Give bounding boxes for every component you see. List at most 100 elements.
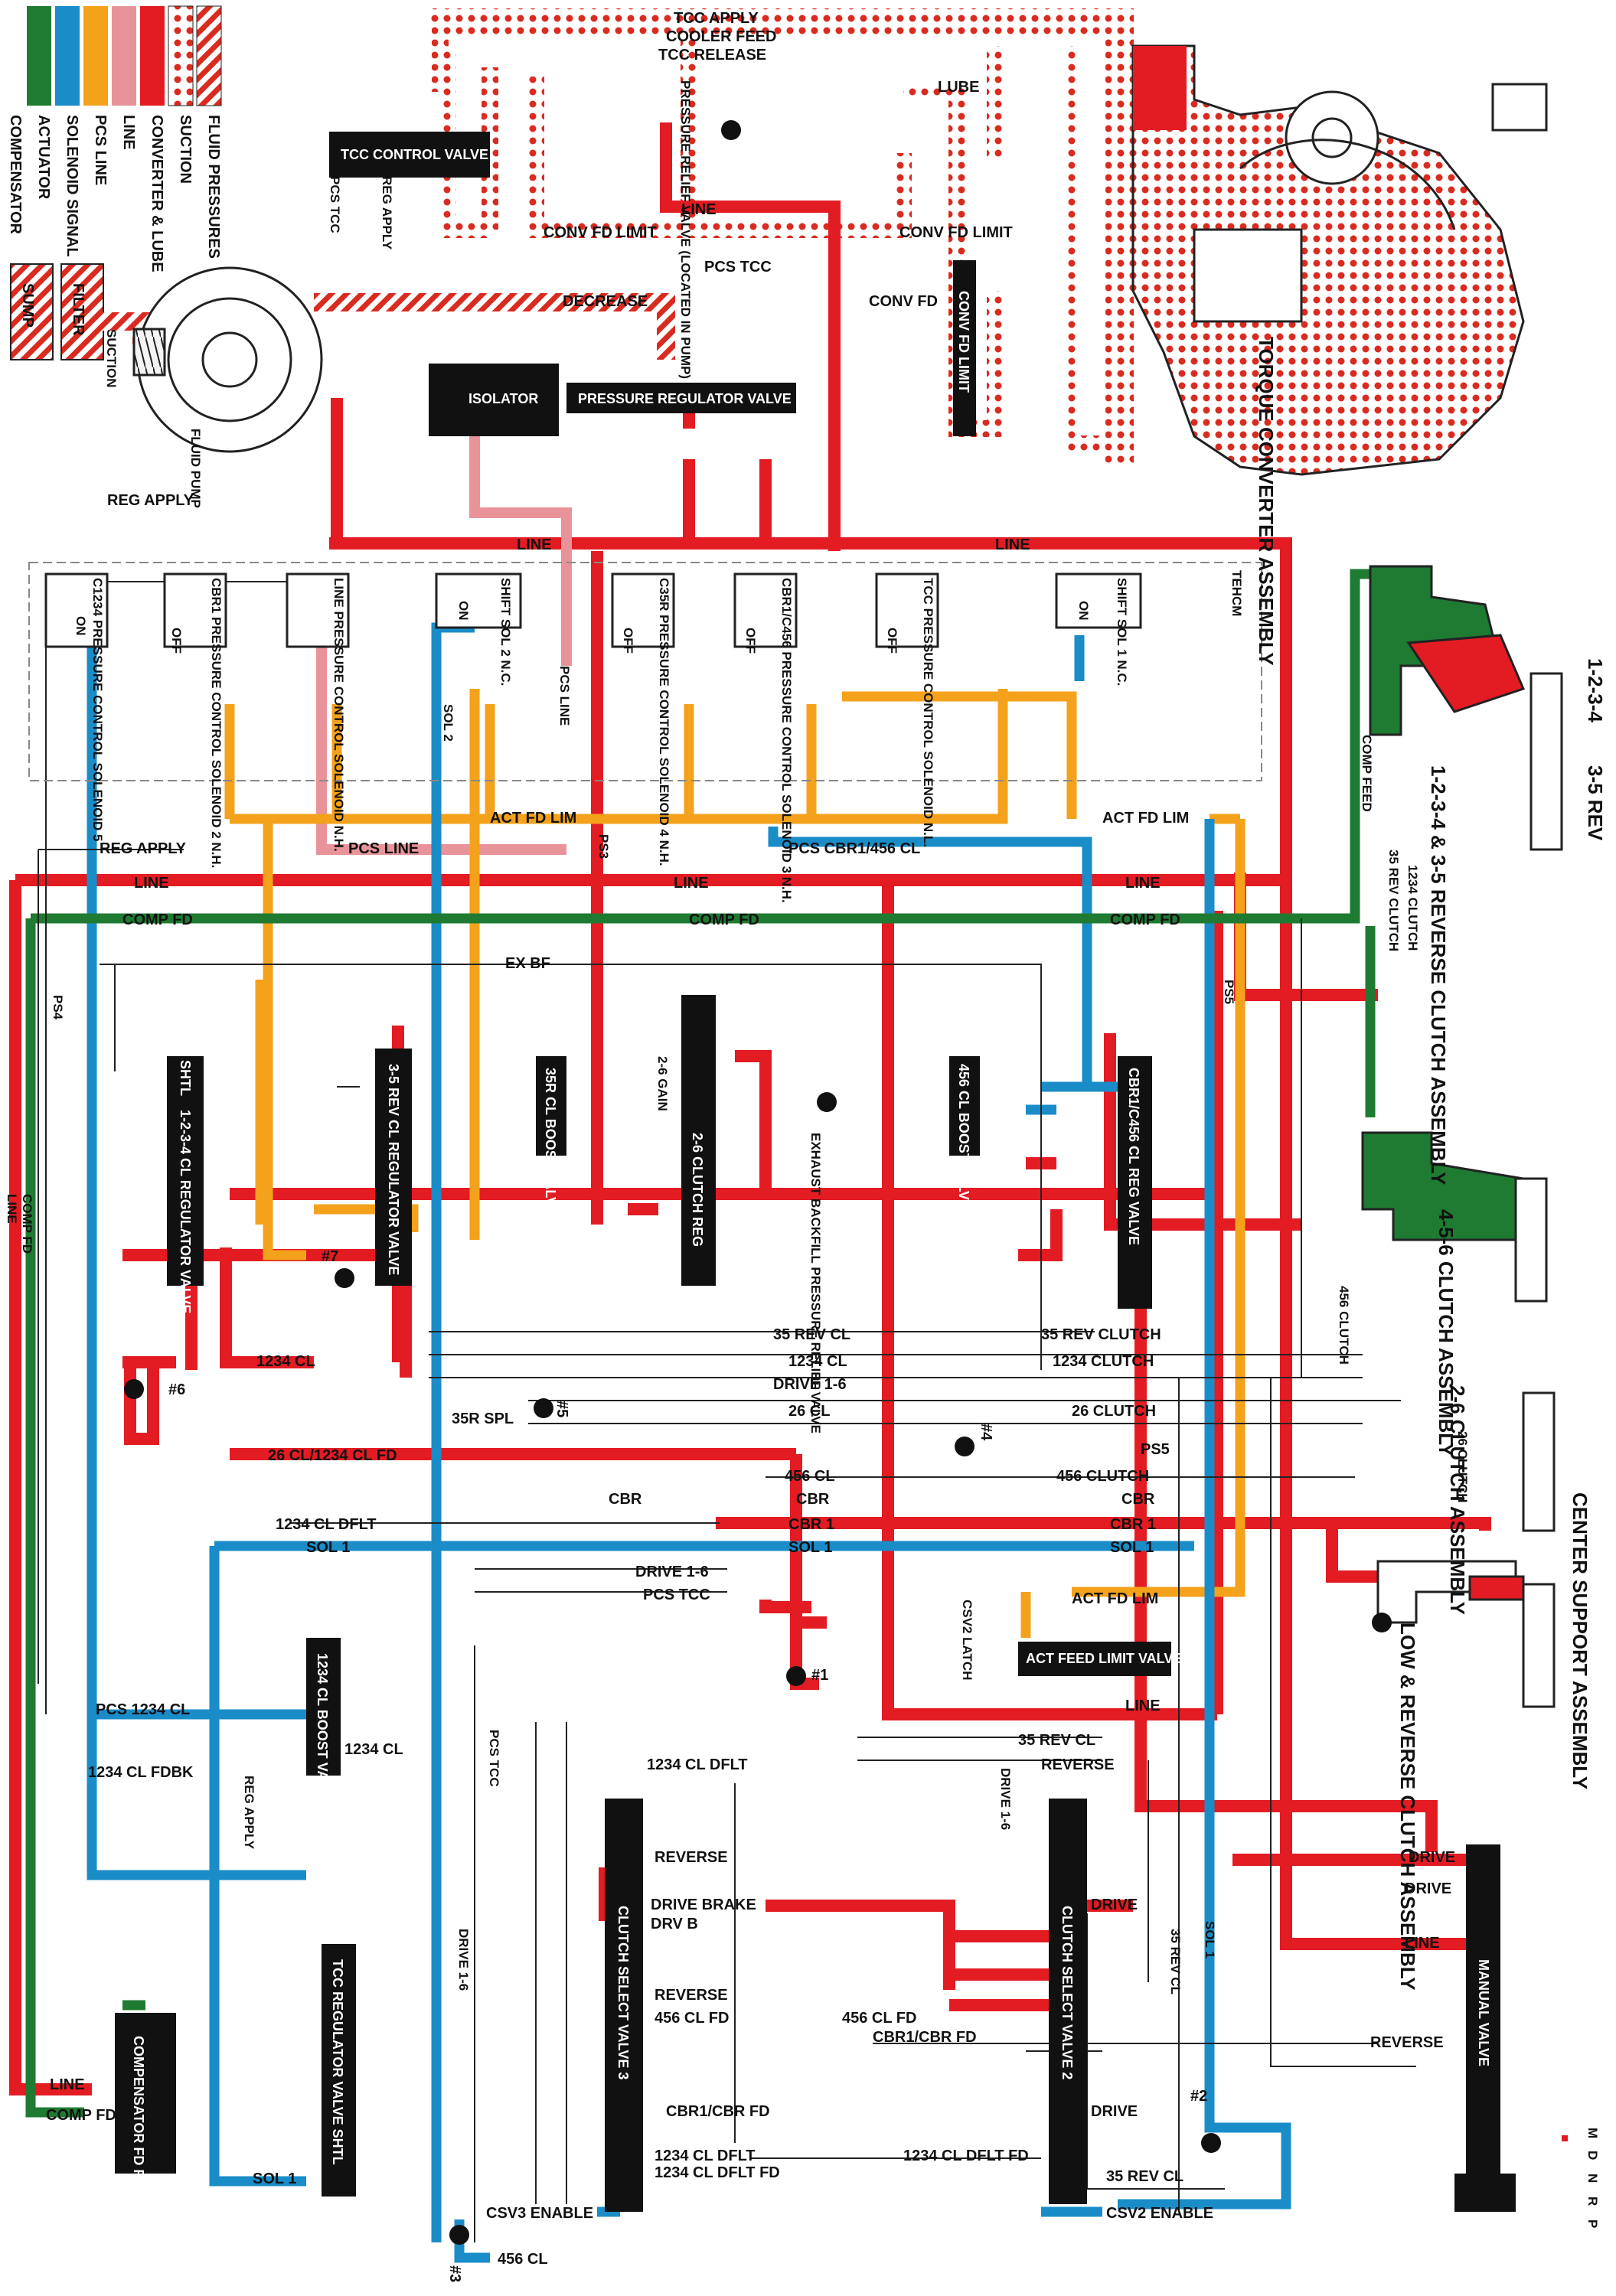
solenoid-shift1-body [1055,572,1142,629]
label-ps5-v: PS5 [1222,980,1236,1004]
legend-swatch-line [140,6,165,106]
label-sol1-mid-2: SOL 1 [788,1539,832,1556]
label-ps3-v: PS3 [596,834,611,859]
label-comp-fd-3: COMP FD [1110,912,1180,928]
check-balls [124,120,1392,2245]
label-line-top: LINE [681,201,717,218]
legend-swatch-pcs-line [112,6,136,106]
checkball-4 [955,1437,974,1456]
label-solenoid-cbr1: CBR1 PRESSURE CONTROL SOLENOID 2 N.H. [209,578,224,868]
label-1234-cl-dflt-fd-2: 1234 CL DFLT FD [903,2148,1029,2164]
checkball-1 [786,1666,806,1686]
label-act-fd-lim-1: ACT FD LIM [490,810,576,827]
label-clutch-26-reg: 2-6 CLUTCH REG [690,1133,705,1247]
label-act-fd-lim-3: ACT FD LIM [1072,1590,1158,1607]
label-lube: LUBE [938,79,979,96]
legend-swatch-converter [168,5,194,106]
label-35-rev-cl-2: 35 REV CL [1018,1732,1095,1749]
label-csv3-enable: CSV3 ENABLE [486,2205,593,2222]
label-cbr1-456-reg: CBR1/C456 CL REG VALVE [1126,1068,1141,1245]
label-1234-cl-dflt-fd-1: 1234 CL DFLT FD [655,2164,780,2181]
label-isolator: ISOLATOR [468,391,538,406]
label-clutch-456: 4-5-6 CLUTCH ASSEMBLY [1435,1209,1458,1456]
low-reverse-apply [1468,1575,1525,1601]
label-35-rev-clutch-v: 35 REV CLUTCH [1386,850,1401,951]
label-456-clutch: 456 CLUTCH [1056,1468,1149,1485]
label-pcs-line-v: PCS LINE [557,666,572,726]
label-rev35-regulator: 3-5 REV CL REGULATOR VALVE [386,1064,401,1275]
state-solenoid-shift1: ON [1076,601,1091,621]
label-pos-r: R [1585,2197,1600,2206]
legend-title: FLUID PRESSURES [205,115,222,259]
label-suction: SUCTION [104,329,119,388]
label-manual-valve: MANUAL VALVE [1476,1959,1491,2066]
exhaust-backfill-ball [817,1092,837,1112]
label-reg-apply-mid: REG APPLY [100,840,187,857]
legend-label-line: LINE [120,115,137,150]
legend-swatch-compensator [27,6,51,106]
label-456-cl-bottom: 456 CL [498,2251,548,2268]
label-35-rev-cl: 35 REV CL [773,1326,850,1343]
label-exhaust-backfill: EXHAUST BACKFILL PRESSURE RELIEF VALVE [808,1133,823,1433]
solenoid-shift2-body [435,572,522,629]
label-line-6: LINE [1125,1698,1161,1714]
label-filter: FILTER [70,283,87,336]
legend-label-solenoid: SOLENOID SIGNAL [64,115,80,257]
label-decrease: DECREASE [563,293,648,310]
label-sump: SUMP [19,283,36,328]
label-center-support: CENTER SUPPORT ASSEMBLY [1569,1492,1592,1789]
label-sol1-mid: SOL 1 [306,1539,350,1556]
solenoid-5-body [44,572,109,648]
label-act-feed-limit: ACT FEED LIMIT VALVE [1026,1651,1182,1666]
label-reverse-1: REVERSE [1041,1756,1115,1773]
label-reg-apply-v: REG APPLY [242,1776,256,1850]
label-1234-cl-dflt: 1234 CL DFLT [276,1516,377,1533]
tehcm-box [28,562,1262,781]
label-sol1-v: SOL 1 [1203,1921,1217,1958]
act-feed-limit-body [1018,1642,1171,1676]
label-ps4-v: PS4 [51,995,65,1020]
label-pos-d: D [1585,2151,1600,2160]
label-drive-16-v2: DRIVE 1-6 [456,1929,471,1991]
label-clutch-select-3: CLUTCH SELECT VALVE 3 [615,1906,631,2079]
label-reg-apply-top: REG APPLY [107,492,194,509]
label-line-v: LINE [5,1194,19,1224]
label-boost-456: 456 CL BOOST VALVE [956,1064,971,1209]
label-shtl: SHTL [178,1060,193,1096]
label-1234-clutch-v: 1234 CLUTCH [1405,865,1420,951]
label-1234-clutch: 1234 CLUTCH [1053,1353,1154,1370]
label-line-5: LINE [1125,875,1161,892]
regulator-1234-body [167,1056,204,1286]
label-csv2-latch-v: CSV2 LATCH [960,1600,974,1680]
label-cbr-2: CBR [796,1491,830,1508]
label-cbr1-cbr-fd-1: CBR1/CBR FD [873,2029,977,2046]
label-456-cl-fd-2: 456 CL FD [842,2010,916,2027]
label-csv2-enable: CSV2 ENABLE [1106,2205,1213,2222]
checkball-3 [449,2225,469,2245]
clutch-26-pack [1522,1391,1556,1532]
pressure-relief-ball [721,120,741,140]
label-pressure-relief: PRESSURE RELIEF VALVE (LOCATED IN PUMP) [678,80,693,379]
label-drive-1: DRIVE [1409,1849,1455,1866]
legend-swatch-solenoid [83,6,108,106]
label-cooler-feed: COOLER FEED [666,28,776,45]
label-comp-feed-v: COMP FEED [1360,735,1374,812]
tcc-control-valve [329,132,490,178]
label-ps5: PS5 [1141,1441,1170,1458]
state-solenoid-cbr1-456: OFF [743,628,758,654]
clutch-select-2-body [1049,1799,1087,2204]
label-pos-n: N [1585,2174,1600,2183]
label-drive-16-2: DRIVE 1-6 [635,1564,709,1580]
torque-converter [1131,44,1548,476]
checkball-2 [1201,2133,1221,2153]
legend-label-actuator: ACTUATOR [35,115,52,200]
label-solenoid-shift2: SHIFT SOL 2 N.C. [498,578,513,686]
clutch-select-3-body [605,1799,643,2212]
sump-box [10,263,54,360]
label-checkball-5: #5 [553,1401,570,1417]
clutch-26-reg-body [681,995,716,1286]
isolator-body [429,364,559,436]
label-cbr1-2: CBR 1 [1110,1516,1156,1533]
label-26-cl: 26 CL [788,1403,830,1420]
label-pos-m: M [1585,2128,1600,2138]
